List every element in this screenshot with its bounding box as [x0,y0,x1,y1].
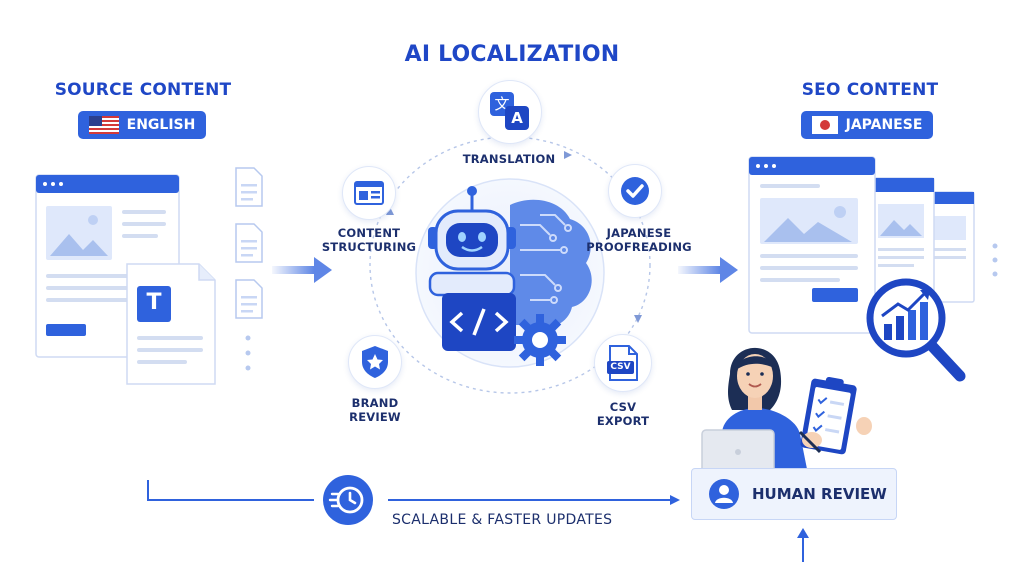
human-review-card: HUMAN REVIEW [691,468,897,520]
brain-icon [510,199,592,329]
user-avatar-icon [708,478,740,510]
source-web-page-illustration [35,174,225,390]
us-flag-icon [88,116,119,134]
robot-icon [428,186,516,297]
csv-file-icon: CSV [607,345,639,381]
gear-icon [514,314,566,366]
translation-node: 文 A [478,80,542,144]
speed-clock-icon [322,474,374,526]
up-arrow-icon [796,528,810,562]
translation-label: TRANSLATION [462,152,556,166]
japanese-proofreading-node [608,164,662,218]
content-structuring-node [342,166,396,220]
checkmark-icon [621,177,649,205]
target-language-badge: JAPANESE [801,111,933,139]
source-content-title: SOURCE CONTENT [54,80,232,100]
scalable-updates-caption: SCALABLE & FASTER UPDATES [392,512,613,528]
text-badge-label: T [146,290,162,315]
file-stack-icons [233,166,267,380]
seo-growth-magnifier-icon [864,276,968,384]
browser-layout-icon [354,181,384,205]
brand-review-node [348,335,402,389]
translate-icon: 文 A [490,92,530,132]
code-icon [442,293,516,351]
source-language-label: ENGLISH [126,117,196,133]
seo-page-dots [990,242,1000,282]
csv-export-node: CSV [594,334,652,392]
seo-pages-illustration [748,156,978,386]
flow-arrow-right [678,255,740,285]
seo-content-title: SEO CONTENT [801,80,939,100]
japan-flag-icon [811,116,838,134]
flow-arrow-left [272,255,334,285]
bottom-flow-line [146,478,686,508]
human-review-label: HUMAN REVIEW [752,485,887,503]
source-language-badge: ENGLISH [78,111,206,139]
ai-core-illustration [400,175,620,375]
human-reviewer-illustration [700,334,880,474]
main-title: AI LOCALIZATION [404,42,620,67]
shield-star-icon [362,346,388,378]
target-language-label: JAPANESE [845,117,923,133]
